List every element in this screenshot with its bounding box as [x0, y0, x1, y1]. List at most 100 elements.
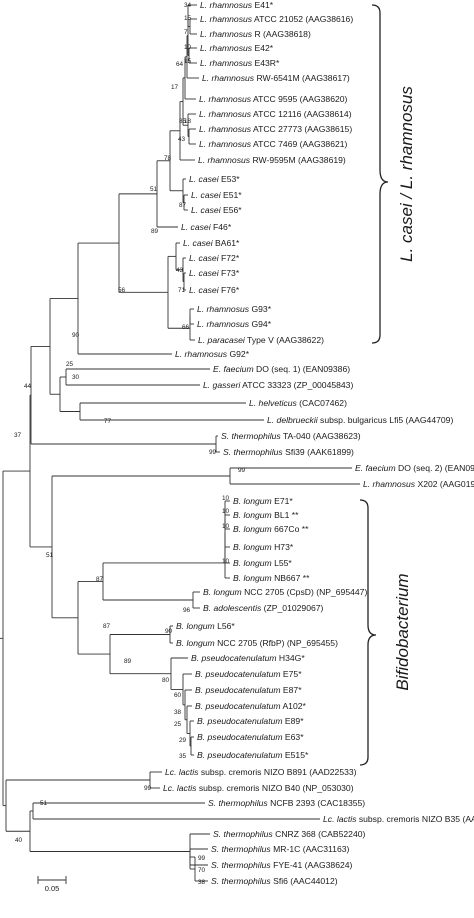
lactobacillus-clade-bracket — [371, 4, 389, 344]
leaf-label: L. rhamnosus RW-6541M (AAG38617) — [202, 73, 350, 83]
leaf-label: S. thermophilus Sfi6 (AAC44012) — [211, 876, 338, 886]
bootstrap-value: 96 — [183, 607, 191, 614]
leaf-label: Lc. lactis subsp. cremoris NIZO B35 (AAD… — [323, 814, 474, 824]
leaf-label: L. rhamnosus X202 (AAG01983) — [363, 479, 474, 489]
leaf-label: S. thermophilus FYE-41 (AAG38624) — [211, 860, 353, 870]
bootstrap-value: 10 — [184, 44, 192, 51]
bootstrap-value: 44 — [24, 383, 32, 390]
bootstrap-value: 51 — [40, 800, 48, 807]
bootstrap-value: 78 — [164, 155, 172, 162]
bootstrap-value: 99 — [209, 449, 217, 456]
bootstrap-value: 38 — [174, 709, 182, 716]
leaf-label: L. rhamnosus ATCC 9595 (AAG38620) — [199, 94, 348, 104]
leaf-label: L. rhamnosus ATCC 21052 (AAG38616) — [200, 14, 353, 24]
bifidobacterium-clade-bracket — [359, 499, 377, 766]
leaf-label: Lc. lactis subsp. cremoris NIZO B40 (NP_… — [163, 783, 354, 793]
scale-bar-label: 0.05 — [45, 884, 60, 893]
leaf-label: B. longum H73* — [233, 542, 294, 552]
leaf-label: L. casei F76* — [189, 285, 240, 295]
leaf-label: L. rhamnosus G94* — [197, 319, 272, 329]
bootstrap-value: 10 — [222, 523, 230, 530]
bootstrap-value: 43 — [176, 267, 184, 274]
leaf-label: L. rhamnosus R (AAG38618) — [200, 29, 311, 39]
bootstrap-value: 90 — [72, 332, 80, 339]
lactobacillus-clade-label: L. casei / L. rhamnosus — [397, 86, 416, 262]
leaf-label: L. casei BA61* — [183, 238, 240, 248]
bootstrap-value: 87 — [103, 623, 111, 630]
bootstrap-value: 71 — [178, 287, 186, 294]
bootstrap-value: 7 — [184, 29, 188, 36]
leaf-label: B. longum NCC 2705 (RfbP) (NP_695455) — [176, 638, 338, 648]
bifidobacterium-clade-label: Bifidobacterium — [393, 573, 412, 690]
leaf-label: S. thermophilus CNRZ 368 (CAB52240) — [213, 829, 366, 839]
leaf-label: L. casei F73* — [189, 268, 240, 278]
bootstrap-value: 60 — [174, 692, 182, 699]
bootstrap-value: 10 — [222, 508, 230, 515]
leaf-label: B. pseudocatenulatum A102* — [195, 701, 307, 711]
leaf-label: L. casei E53* — [189, 174, 240, 184]
leaf-label: B. longum NCC 2705 (CpsD) (NP_695447) — [203, 587, 367, 597]
bootstrap-value: 89 — [151, 228, 159, 235]
leaf-label: B. longum 667Co ** — [233, 524, 309, 534]
bootstrap-value: 64 — [176, 61, 184, 68]
bootstrap-value: 87 — [179, 202, 187, 209]
leaf-label: L. casei E51* — [191, 190, 242, 200]
bootstrap-value: 56 — [118, 287, 126, 294]
leaf-label: L. rhamnosus E41* — [200, 0, 274, 10]
bootstrap-value: 37 — [14, 432, 22, 439]
bootstrap-value: 77 — [104, 418, 112, 425]
bootstrap-value: 35 — [179, 753, 187, 760]
leaf-labels: L. rhamnosus E41* L. rhamnosus ATCC 21052… — [163, 0, 474, 886]
bootstrap-value: 70 — [198, 867, 206, 874]
bootstrap-value: 43 — [178, 136, 186, 143]
leaf-label: B. longum L55* — [233, 558, 292, 568]
bootstrap-value: 10 — [222, 495, 230, 502]
bootstrap-value: 17 — [171, 84, 179, 91]
bootstrap-value: 90 — [165, 628, 173, 635]
bootstrap-value: 51 — [46, 552, 54, 559]
leaf-label: B. adolescentis (ZP_01029067) — [203, 603, 324, 613]
leaf-label: B. pseudocatenulatum E87* — [195, 685, 302, 695]
leaf-label: B. longum E71* — [233, 496, 293, 506]
leaf-label: L. rhamnosus ATCC 7469 (AAG38621) — [199, 139, 348, 149]
bootstrap-value: 15 — [184, 15, 192, 22]
leaf-label: S. thermophilus NCFB 2393 (CAC18355) — [208, 798, 365, 808]
bootstrap-value: 29 — [179, 737, 187, 744]
leaf-label: L. casei F46* — [181, 222, 232, 232]
bootstrap-value: 38 — [198, 879, 206, 886]
bootstrap-value: 87 — [96, 576, 104, 583]
leaf-label: B. pseudocatenulatum E75* — [195, 669, 302, 679]
bootstrap-value: 25 — [174, 721, 182, 728]
bootstrap-value: 99 — [144, 785, 152, 792]
leaf-label: B. pseudocatenulatum E89* — [197, 716, 304, 726]
leaf-label: E. faecium DO (seq. 1) (EAN09386) — [213, 364, 350, 374]
bootstrap-value: 51 — [150, 186, 158, 193]
bootstrap-value: 18 — [184, 118, 192, 125]
bootstrap-values: 3415710156417851843785187894371566690253… — [14, 2, 246, 886]
leaf-label: E. faecium DO (seq. 2) (EAN09130) — [355, 463, 474, 473]
bootstrap-value: 85 — [179, 118, 187, 125]
bootstrap-value: 25 — [66, 361, 74, 368]
bootstrap-value: 89 — [124, 658, 132, 665]
bootstrap-value: 30 — [72, 374, 80, 381]
leaf-label: L. casei E56* — [191, 205, 242, 215]
leaf-label: L. rhamnosus E42* — [200, 43, 274, 53]
leaf-label: L. rhamnosus G92* — [175, 349, 250, 359]
leaf-label: L. rhamnosus ATCC 12116 (AAG38614) — [199, 109, 352, 119]
bootstrap-value: 10 — [222, 558, 230, 565]
leaf-label: L. rhamnosus G93* — [197, 304, 272, 314]
leaf-label: S. thermophilus Sfi39 (AAK61899) — [223, 447, 354, 457]
bootstrap-value: 99 — [198, 855, 206, 862]
leaf-label: B. longum BL1 ** — [233, 510, 299, 520]
leaf-label: B. pseudocatenulatum E515* — [197, 750, 309, 760]
bootstrap-value: 80 — [162, 677, 170, 684]
leaf-label: B. pseudocatenulatum E63* — [197, 732, 304, 742]
leaf-label: L. rhamnosus ATCC 27773 (AAG38615) — [199, 124, 352, 134]
leaf-label: S. thermophilus TA-040 (AAG38623) — [221, 431, 361, 441]
leaf-label: L. delbrueckii subsp. bulgaricus Lfi5 (A… — [267, 415, 453, 425]
leaf-label: L. paracasei Type V (AAG38622) — [198, 335, 324, 345]
tree-branches — [0, 4, 360, 882]
leaf-label: B. longum L56* — [176, 621, 235, 631]
leaf-label: L. gasseri ATCC 33323 (ZP_00045843) — [203, 380, 353, 390]
